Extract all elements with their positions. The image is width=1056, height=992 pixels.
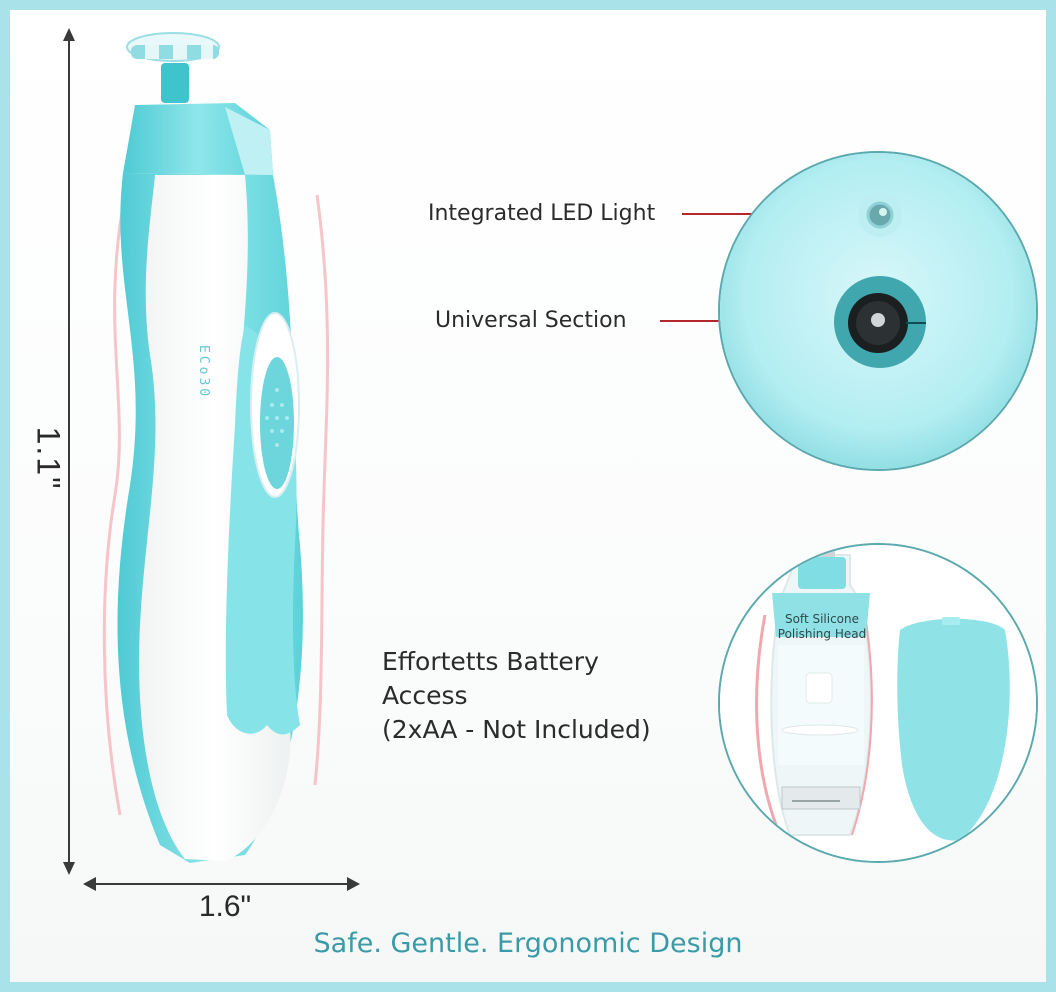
width-dimension-label: 1.6" [198, 890, 252, 923]
arrow-up-icon [63, 28, 75, 41]
battery-access-text: Effortetts Battery Access (2xAA - Not In… [382, 645, 651, 747]
nail-trimmer-device-illustration [102, 32, 330, 863]
badge-line-1: Soft Silicone [784, 612, 860, 626]
battery-line-3: (2xAA - Not Included) [382, 715, 651, 744]
width-dimension-line [90, 883, 352, 885]
battery-line-2: Access [382, 681, 468, 710]
led-light-label: Integrated LED Light [428, 201, 656, 226]
arrow-left-icon [83, 877, 96, 891]
height-dimension-line [68, 36, 70, 868]
head-detail-circle [718, 151, 1038, 471]
polishing-head-badge: Soft Silicone Polishing Head [772, 612, 872, 642]
battery-detail-circle: Soft Silicone Polishing Head [718, 543, 1038, 863]
head-closeup-illustration [720, 153, 1036, 469]
tagline: Safe. Gentle. Ergonomic Design [313, 928, 743, 959]
universal-section-label: Universal Section [435, 308, 627, 333]
height-dimension-label: 1.1" [30, 426, 67, 491]
arrow-right-icon [347, 877, 360, 891]
battery-compartment-illustration [720, 545, 1036, 861]
badge-line-2: Polishing Head [777, 627, 867, 641]
battery-line-1: Effortetts Battery [382, 647, 599, 676]
arrow-down-icon [63, 862, 75, 875]
model-marking: ECo30 [196, 345, 211, 400]
